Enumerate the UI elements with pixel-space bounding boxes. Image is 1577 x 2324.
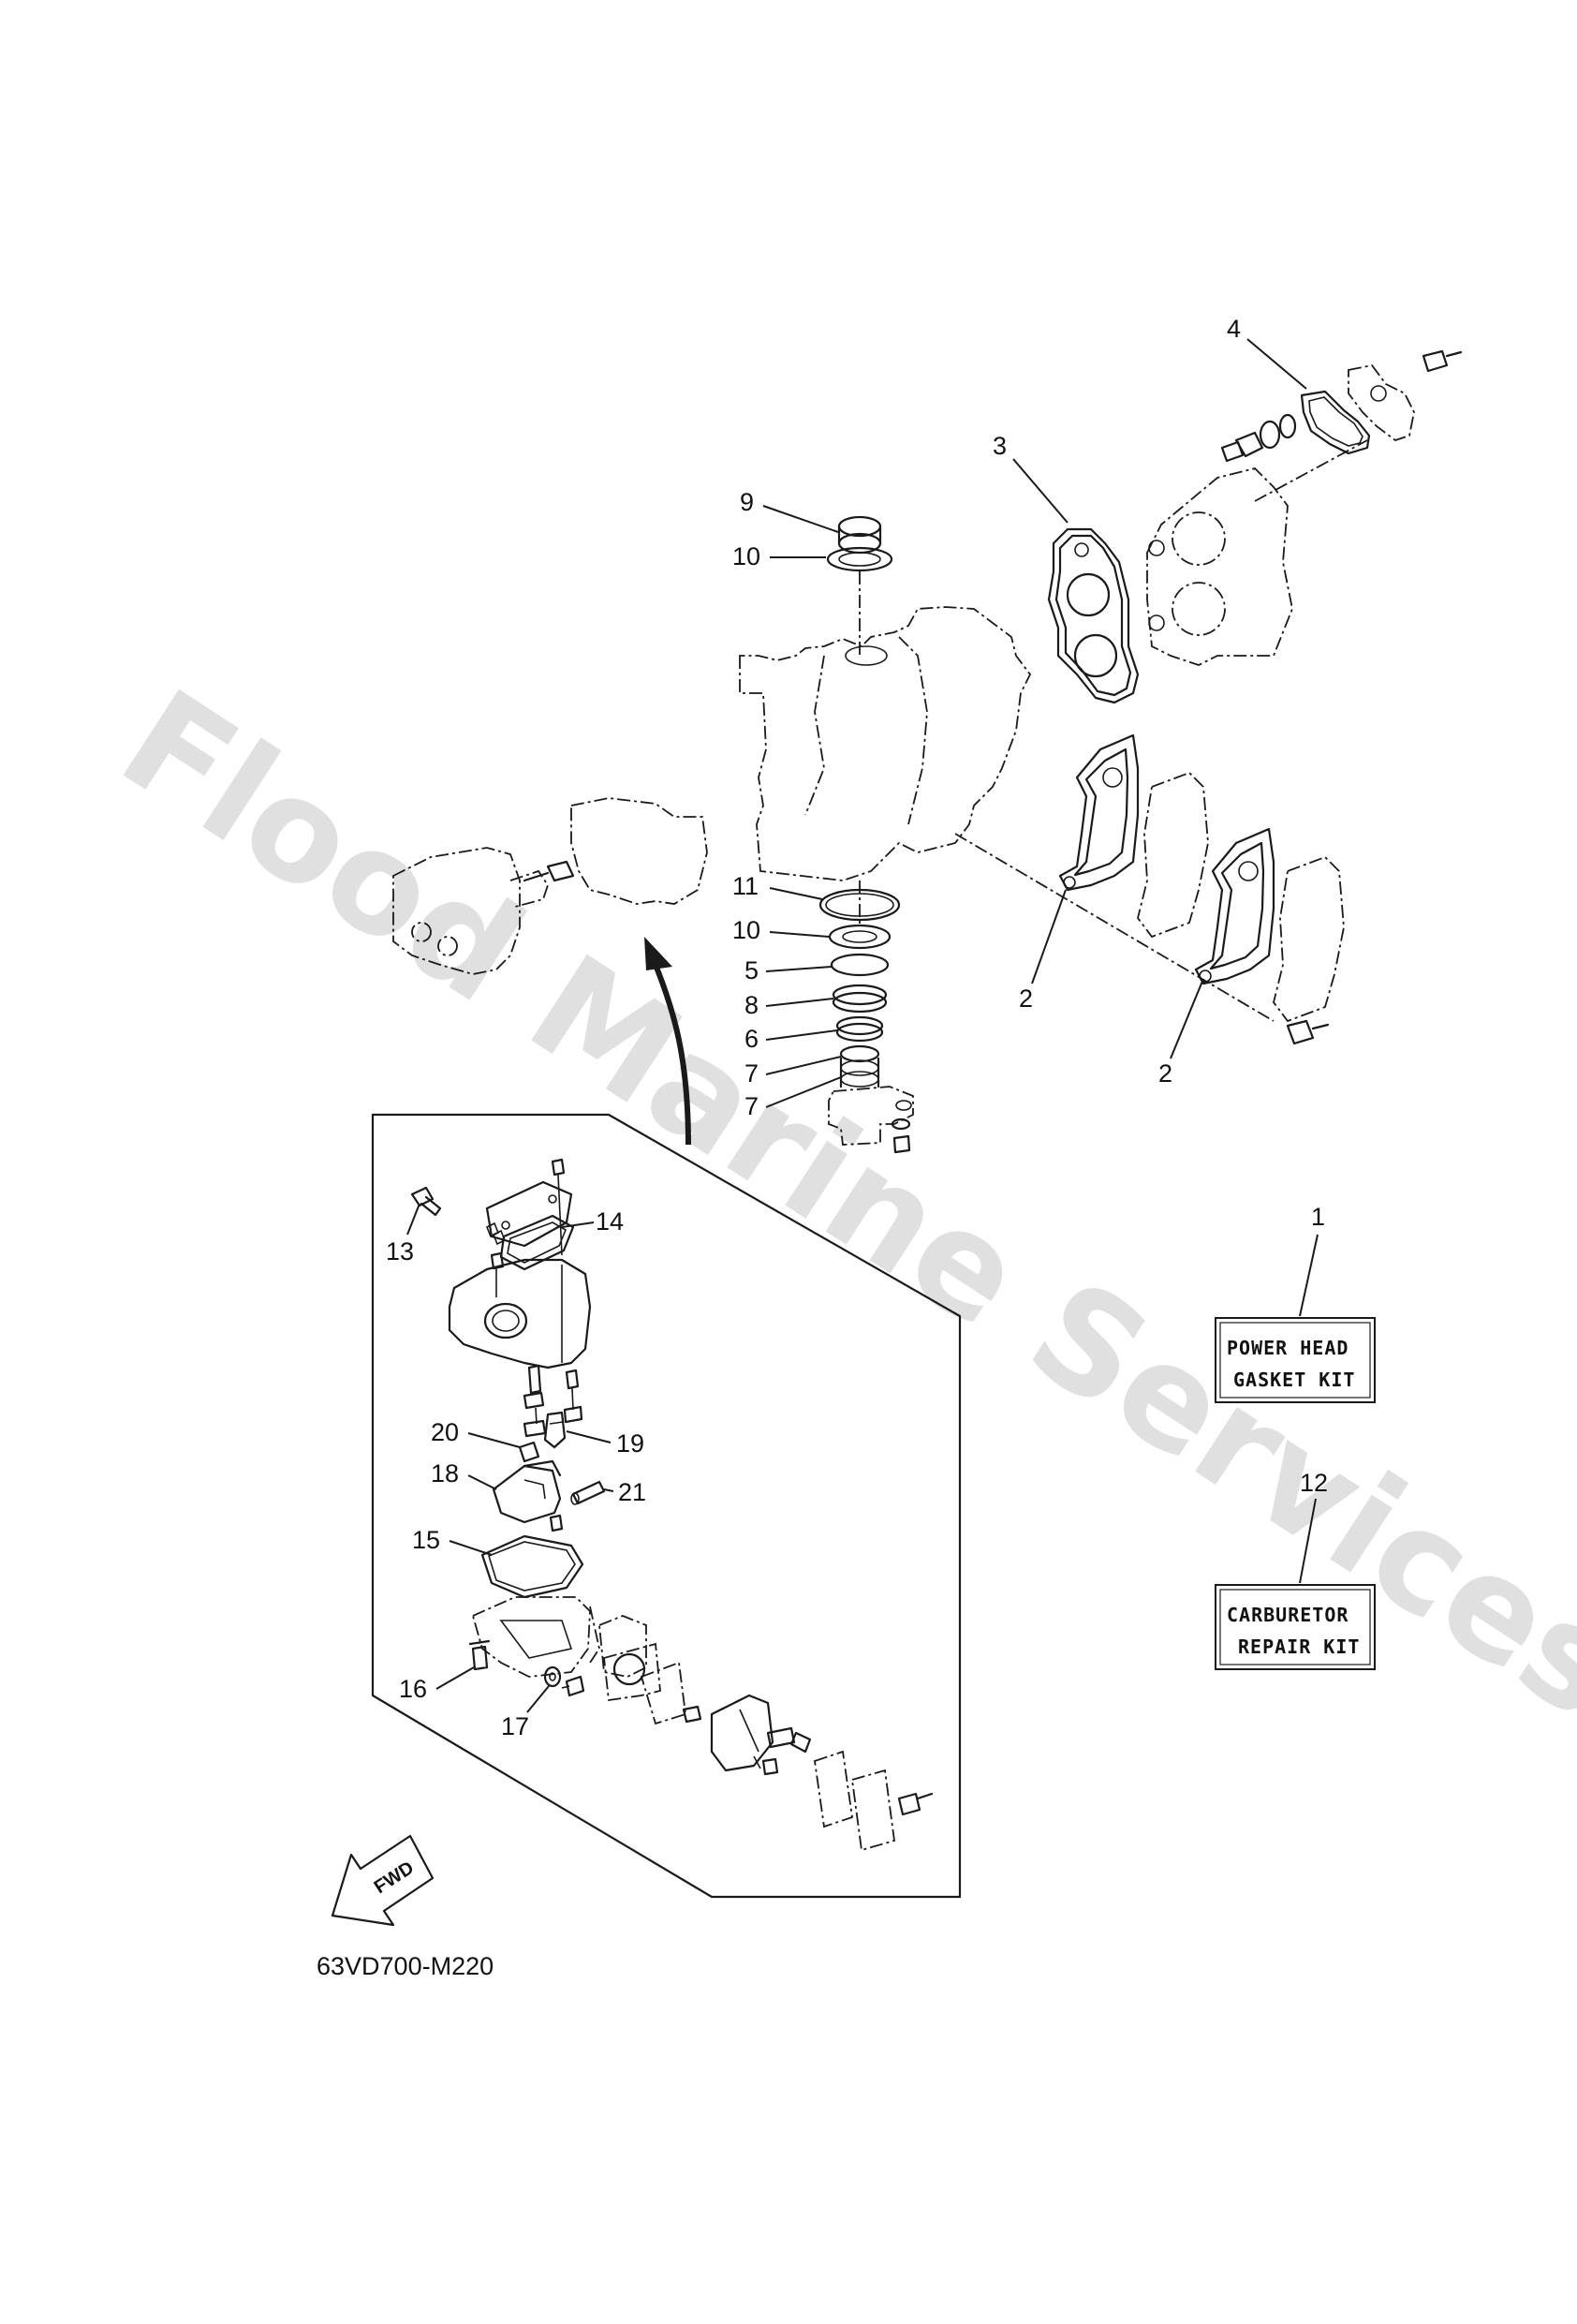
ref-13: 13: [386, 1237, 414, 1266]
o-ring-5: [830, 953, 890, 977]
ref-12: 12: [1300, 1469, 1328, 1497]
float-pin-21: [570, 1480, 606, 1505]
ref-8: 8: [744, 991, 759, 1019]
power-head-kit-line2: GASKET KIT: [1233, 1369, 1355, 1391]
diagram-code: 63VD700-M220: [317, 1952, 494, 1980]
ref-7-lower: 7: [744, 1092, 759, 1120]
ref-3: 3: [993, 432, 1007, 460]
ref-15: 15: [412, 1526, 440, 1554]
cylinder-head: [1146, 467, 1293, 666]
ref-20: 20: [431, 1418, 459, 1446]
ref-17: 17: [501, 1712, 529, 1740]
ref-2-upper: 2: [1019, 984, 1033, 1013]
seal-8: [832, 984, 888, 1014]
carburetor-detail-frame: [371, 1113, 962, 1899]
thermostat: [1220, 413, 1297, 463]
drain-screw-16: [468, 1639, 491, 1671]
ref-2-lower: 2: [1158, 1059, 1172, 1088]
ref-18: 18: [431, 1459, 459, 1488]
exhaust-gasket-upper: [1058, 733, 1140, 892]
power-head-gasket-kit: 1 POWER HEAD GASKET KIT: [1215, 1203, 1376, 1403]
thermostat-cover-gasket: [1300, 390, 1371, 455]
callouts: 4 3 9 10 11 10 5 8 6 7 7 2 2: [386, 315, 1307, 1740]
exhaust-cover-lower: [1273, 855, 1345, 1045]
power-head-kit-line1: POWER HEAD: [1227, 1337, 1349, 1359]
exhaust-cover-upper: [1137, 771, 1209, 939]
ref-5: 5: [744, 956, 759, 984]
lower-seal-housing: [828, 1044, 914, 1146]
ref-10-lower: 10: [732, 916, 760, 944]
pilot-screw-13: [410, 1186, 442, 1217]
thermostat-axis-line: [1254, 439, 1368, 502]
washer-10-lower: [828, 924, 892, 950]
intake-manifold: [682, 1694, 812, 1776]
carb-kit-line1: CARBURETOR: [1227, 1604, 1349, 1626]
ref-7-upper: 7: [744, 1059, 759, 1088]
reed-plate-gaskets: [814, 1750, 934, 1852]
ref-21: 21: [618, 1478, 646, 1506]
ref-16: 16: [399, 1675, 427, 1703]
float-chamber: [471, 1596, 600, 1678]
thermostat-cover: [1348, 349, 1463, 442]
carb-kit-line2: REPAIR KIT: [1238, 1636, 1360, 1658]
needle-valve-19: [543, 1411, 567, 1449]
exhaust-axis-line: [954, 833, 1275, 1022]
ref-1: 1: [1311, 1203, 1325, 1231]
carburetor-assembly: [392, 797, 708, 975]
ref-9: 9: [740, 488, 754, 516]
fwd-arrow: FWD: [331, 1834, 435, 1927]
ref-4: 4: [1227, 315, 1241, 343]
exhaust-gasket-lower: [1194, 827, 1275, 985]
power-head-block: [739, 606, 1032, 881]
float-chamber-gasket-15: [480, 1534, 584, 1599]
cylinder-head-gasket: [1047, 527, 1140, 704]
pilot-screw-spring: [485, 1221, 507, 1246]
housing-bolt: [891, 1118, 911, 1154]
assembly-arrow: [644, 937, 691, 1146]
main-jet-stack: [523, 1364, 583, 1438]
drain-washer-17: [543, 1665, 562, 1688]
ref-19: 19: [616, 1429, 644, 1458]
seal-6: [835, 1015, 884, 1043]
crank-seal-10-upper: [826, 546, 893, 572]
carburetor-body: [448, 1258, 592, 1369]
ref-11: 11: [732, 872, 759, 900]
reed-and-gaskets: [561, 1615, 686, 1725]
ref-14: 14: [596, 1207, 624, 1236]
ref-6: 6: [744, 1025, 759, 1053]
ref-10-upper: 10: [732, 542, 760, 570]
float-18: [492, 1459, 562, 1524]
carburetor-repair-kit: 12 CARBURETOR REPAIR KIT: [1215, 1469, 1376, 1670]
clip-20: [518, 1441, 540, 1463]
float-screw: [549, 1514, 564, 1532]
top-screws: [490, 1158, 566, 1297]
